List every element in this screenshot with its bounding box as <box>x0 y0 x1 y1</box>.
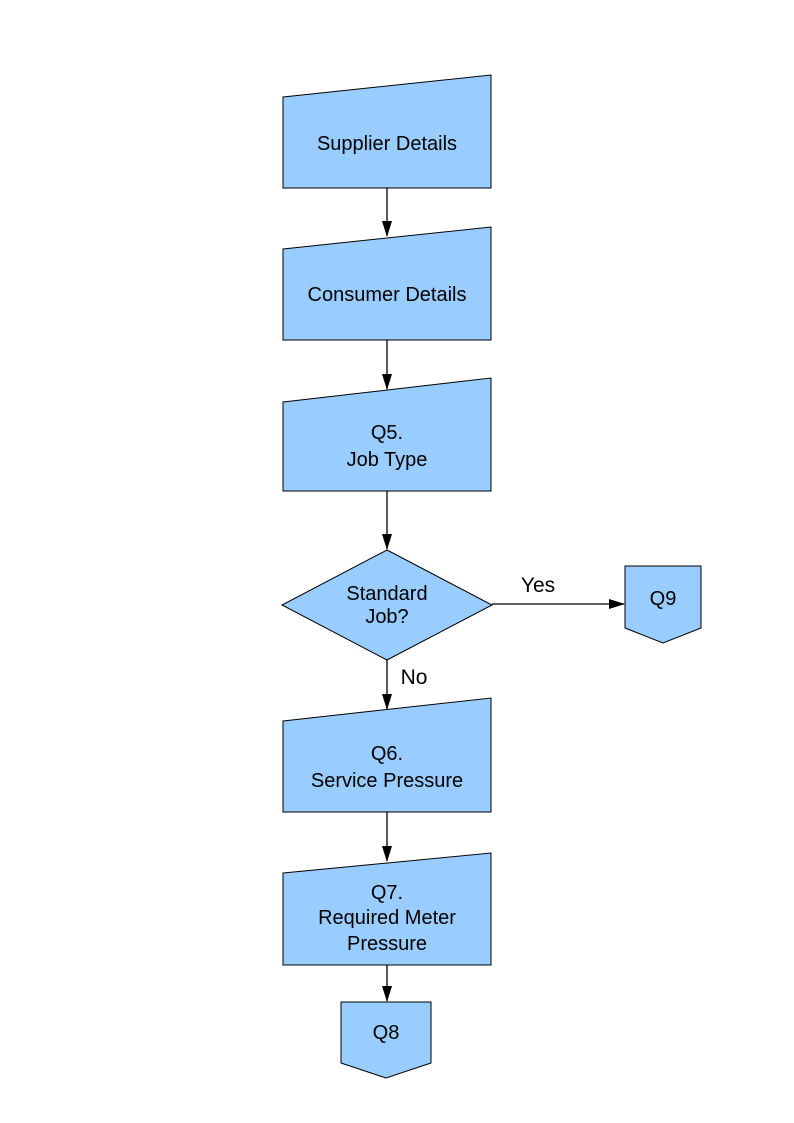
node-supplier-details-shape <box>282 74 492 189</box>
node-q8-offpage-connector: Q8 <box>340 1001 432 1079</box>
node-q9-shape <box>624 565 702 644</box>
node-q9-label: Q9 <box>650 588 677 610</box>
edge-decision-yes-to-q9: Yes <box>492 574 625 609</box>
node-q5-label-line-2: Job Type <box>347 449 428 471</box>
node-q6-service-pressure-shape <box>282 697 492 813</box>
node-q7-label-line-3: Pressure <box>347 933 427 955</box>
node-consumer-details-shape <box>282 226 492 341</box>
node-standard-job-decision-shape <box>280 549 494 661</box>
node-q6-service-pressure: Q6. Service Pressure <box>282 697 492 813</box>
node-q7-label-line-2: Required Meter <box>318 907 456 929</box>
node-q5-label-line-1: Q5. <box>371 422 403 444</box>
node-consumer-details: Consumer Details <box>282 226 492 341</box>
node-supplier-details: Supplier Details <box>282 74 492 189</box>
edge-no-label: No <box>401 666 428 689</box>
node-q7-label-line-1: Q7. <box>371 882 403 904</box>
node-q7-shape <box>282 852 492 966</box>
node-q8-label: Q8 <box>373 1022 400 1044</box>
node-q6-label-line-2: Service Pressure <box>311 770 463 792</box>
edge-decision-no-to-q6: No <box>382 660 428 710</box>
edge-yes-label: Yes <box>521 574 555 597</box>
node-q6-label-line-1: Q6. <box>371 743 403 765</box>
node-q8-shape <box>340 1001 432 1079</box>
node-q5-job-type: Q5. Job Type <box>282 377 492 492</box>
node-standard-job-decision: Standard Job? <box>280 549 494 661</box>
node-q7-required-meter-pressure: Q7. Required Meter Pressure <box>282 852 492 966</box>
node-consumer-details-label: Consumer Details <box>308 284 467 306</box>
node-supplier-details-label: Supplier Details <box>317 133 457 155</box>
node-decision-label-line-2: Job? <box>365 606 408 628</box>
node-q5-job-type-shape <box>282 377 492 492</box>
node-q9-offpage-connector: Q9 <box>624 565 702 644</box>
node-decision-label-line-1: Standard <box>346 583 427 605</box>
